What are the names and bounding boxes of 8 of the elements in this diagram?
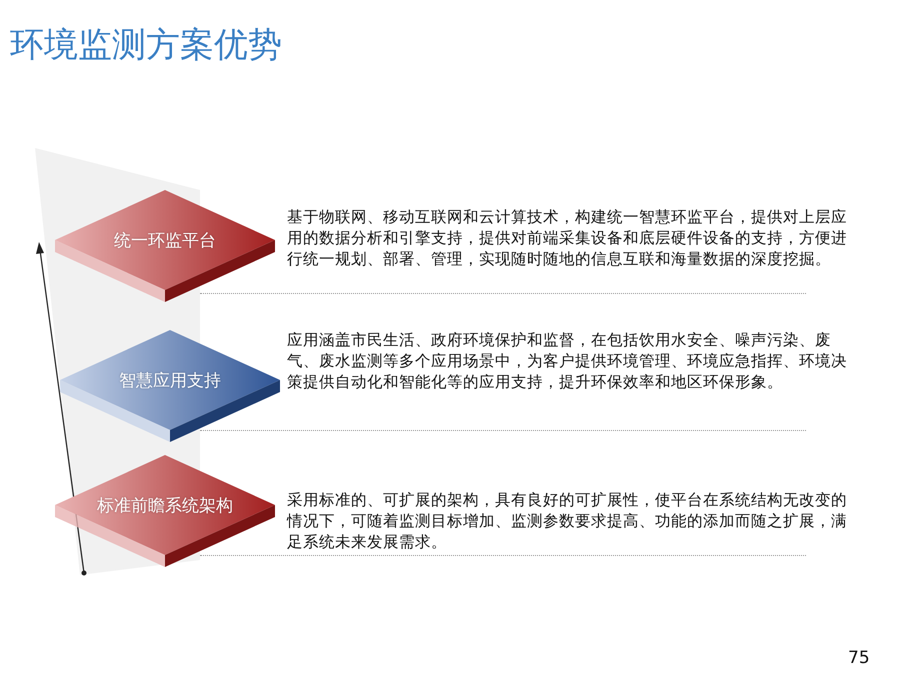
page-number: 75: [848, 648, 870, 668]
description-text: 基于物联网、移动互联网和云计算技术，构建统一智慧环监平台，提供对上层应用的数据分析和引擎支持，提供对前端采集设备和底层硬件设备的支持，方便进行统一规划、部署、管理，实现随时随地的信息互联和海量数据的深度挖掘。: [287, 207, 847, 270]
tile-label: 统一环监平台: [114, 230, 216, 252]
description-text: 采用标准的、可扩展的架构，具有良好的可扩展性，使平台在系统结构无改变的情况下，可随着监测目标增加、监测参数要求提高、功能的添加而随之扩展，满足系统未来发展需求。: [287, 490, 847, 553]
slide-title: 环境监测方案优势: [10, 24, 282, 67]
tile-label: 标准前瞻系统架构: [97, 494, 233, 516]
description-text: 应用涵盖市民生活、政府环境保护和监督，在包括饮用水安全、噪声污染、废气、废水监测等多个应用场景中，为客户提供环境管理、环境应急指挥、环境决策提供自动化和智能化等的应用支持，提升环保效率和地区环保形象。: [287, 330, 847, 393]
tile-label: 智慧应用支持: [119, 370, 221, 392]
